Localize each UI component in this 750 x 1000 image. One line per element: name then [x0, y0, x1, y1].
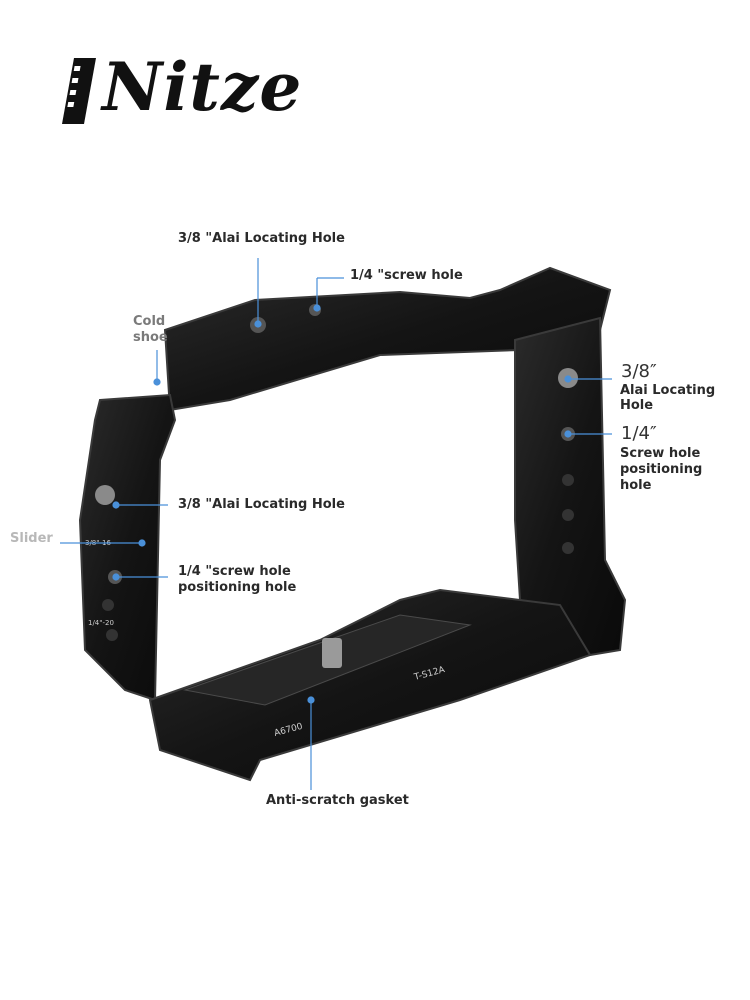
label-right-alai-1: Alai Locating: [620, 383, 716, 398]
label-top-alai: 3/8 "Alai Locating Hole: [178, 231, 345, 246]
mount-screw: [322, 638, 342, 668]
brand-name: Nitze: [102, 48, 303, 126]
label-left-screw-1: 1/4 "screw hole: [178, 564, 291, 579]
label-cold-shoe-1: Cold: [133, 314, 166, 329]
cage-right-side: [514, 316, 627, 657]
engraving-m2: 1/4"-20: [88, 619, 114, 627]
label-gasket: Anti-scratch gasket: [266, 793, 409, 808]
film-strip-icon: [62, 58, 96, 124]
label-left-alai: 3/8 "Alai Locating Hole: [178, 497, 345, 512]
label-right-screw-2: positioning: [620, 462, 703, 477]
label-slider: Slider: [10, 531, 53, 546]
label-left-screw-2: positioning hole: [178, 580, 297, 595]
brand-logo: Nitze: [62, 48, 301, 128]
cage-base-plate: [148, 588, 592, 782]
left-alai-hole: [95, 485, 115, 505]
label-right-screw-3: hole: [620, 478, 652, 493]
label-right-screw-size: 1/4″: [621, 423, 657, 444]
label-right-screw-1: Screw hole: [620, 446, 701, 461]
label-cold-shoe-2: shoe: [133, 330, 168, 345]
label-right-alai-size: 3/8″: [621, 361, 657, 382]
cage-top-bar: [163, 266, 612, 412]
label-top-screw: 1/4 "screw hole: [350, 268, 463, 283]
label-right-alai-2: Hole: [620, 398, 654, 413]
cage-left-side: [78, 393, 177, 702]
callout-lines: [60, 258, 612, 790]
